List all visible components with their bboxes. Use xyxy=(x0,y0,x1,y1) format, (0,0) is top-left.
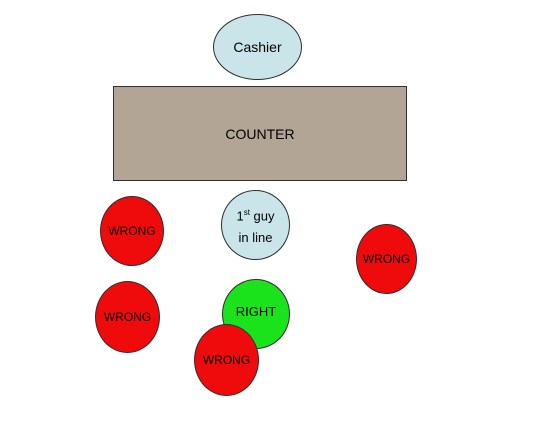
first-in-line-node: 1st guy in line xyxy=(221,190,290,260)
first-in-line-label-line1: 1st guy xyxy=(236,202,274,226)
first-in-line-ordinal-suffix: st xyxy=(243,208,250,218)
counter-label: COUNTER xyxy=(225,125,295,142)
wrong-spot-node: WRONG xyxy=(194,324,259,396)
wrong-spot-node: WRONG xyxy=(100,196,164,266)
cashier-node: Cashier xyxy=(213,14,302,80)
wrong-spot-label: WRONG xyxy=(108,224,156,238)
wrong-spot-label: WRONG xyxy=(362,252,411,266)
first-in-line-word: guy xyxy=(249,208,275,224)
wrong-spot-label: WRONG xyxy=(202,353,251,367)
first-in-line-label-line2: in line xyxy=(238,229,273,245)
wrong-spot-node: WRONG xyxy=(356,224,417,294)
cashier-label: Cashier xyxy=(233,39,282,55)
counter-box: COUNTER xyxy=(113,86,407,181)
first-in-line-ordinal: 1 xyxy=(236,208,244,224)
wrong-spot-label: WRONG xyxy=(103,310,152,324)
right-spot-label: RIGHT xyxy=(235,304,277,319)
wrong-spot-node: WRONG xyxy=(95,281,160,353)
